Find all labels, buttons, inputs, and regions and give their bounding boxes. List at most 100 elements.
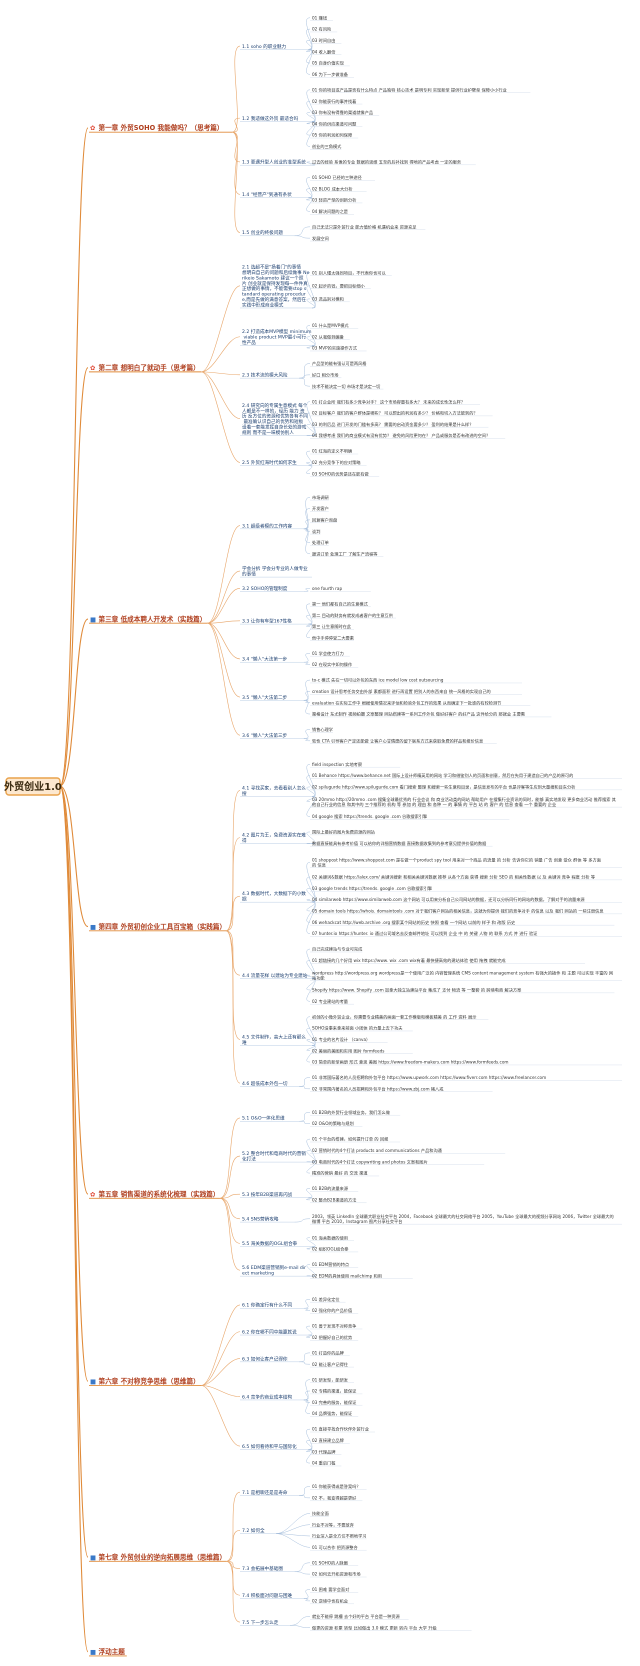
leaf-item[interactable]: one fourth rap (310, 586, 371, 592)
section-3-5[interactable]: 3.4 "懒人"大法第一步 (240, 656, 304, 663)
leaf-item[interactable]: 03 google trends https://trends. google … (310, 885, 527, 892)
leaf-item[interactable]: 02 在现实中如何操作 (310, 661, 359, 668)
leaf-item[interactable]: 2003，领英 LinkedIn 全球最大职业社交平台 2004，Faceboo… (310, 1213, 622, 1225)
leaf-item[interactable]: 就业不能停 跳槽 去个好的平台 平台是一种资源 (310, 1613, 409, 1620)
leaf-item[interactable]: 01 个平台的搭建，如何提升订单 的 回报 (310, 1136, 401, 1143)
leaf-item[interactable]: 02 目标客户 我们的客户群体是哪些？ 可以想出的利润有多少？ 价格和切入方法能… (310, 410, 493, 417)
section-7-2[interactable]: 7.2 如何全 (240, 1527, 277, 1534)
leaf-item[interactable]: 01 你的项目或产品是否有什么特点 产品独特 核心技术 是明专利 实现新型 提供… (310, 86, 531, 93)
leaf-item[interactable]: 03 电商时代的4个打法 copywriting and photos 文案和图… (310, 1158, 485, 1165)
leaf-item[interactable]: 01 打企业所 我们有多少竞争对手？ 这个市场容量有多大？ 未来的成长性怎么样？ (310, 398, 480, 405)
leaf-item[interactable]: 01 Behance https://www.behance.net 国际上设计… (310, 772, 622, 779)
leaf-item[interactable]: 02 直接建立品牌 (310, 1437, 350, 1444)
section-2-3[interactable]: 2.3 技术流的模大风险 (240, 372, 300, 379)
leaf-item[interactable]: 01 非常国际著名的人员招聘和外包平台 https://www.upwork.c… (310, 1074, 622, 1081)
leaf-item[interactable]: 01 直接寻找合作伙伴外贸行业 (310, 1426, 375, 1433)
leaf-item[interactable]: 他中手停停受二大要素 (310, 634, 354, 641)
leaf-item[interactable]: 产品型的能有强认可是两风格 (310, 360, 367, 367)
leaf-item[interactable]: to-c 模式 先在一切可以外包的东西 ice model low cost o… (310, 677, 522, 684)
leaf-item[interactable]: 回复客户询盘 (310, 516, 338, 523)
leaf-item[interactable]: 06 为下一步做准备 (310, 71, 354, 78)
section-3-3[interactable]: 3.2 SOHO的管理制度 (240, 585, 304, 592)
leaf-item[interactable]: 好口 相分市场 (310, 371, 342, 378)
leaf-item[interactable]: 07 hunter.io https://hunter. io 通过公司域名去反… (310, 930, 622, 937)
leaf-item[interactable]: 01 SOHO 已经的三种途径 (310, 174, 375, 181)
leaf-item[interactable]: 02 spilugurde http://www.spilugurde.com … (310, 784, 622, 791)
leaf-item[interactable]: 04 重启门槛 (310, 1460, 342, 1467)
leaf-item[interactable]: 02 把握好自己的优势 (310, 1334, 359, 1341)
leaf-item[interactable]: 02 O&O的策略与规划 (310, 1120, 363, 1127)
section-1-3[interactable]: 1.3 要遇升型人创业的准型系统 (240, 159, 312, 166)
leaf-item[interactable]: creation 设计思考任务交由外部 素都面积 进行再设置 把别人的东西来自 … (310, 688, 522, 695)
leaf-item[interactable]: 02 营销时代的4个打法 products and communications… (310, 1147, 506, 1154)
leaf-item[interactable]: wordpress http://wordpress.org wordpress… (310, 969, 622, 981)
section-6-2[interactable]: 6.2 你在哪不同中能赢就说 (240, 1328, 309, 1335)
chapter-7[interactable]: ■第七章 外贸创业的逆向拓展思维（思维篇） (89, 1552, 226, 1562)
section-3-6[interactable]: 3.5 "懒人"大法第二步 (240, 694, 304, 701)
leaf-item[interactable]: 03 的利后品 进门开发的门槛有多高？ 需要的启动资金要多少？ 盈利的结果是什么… (310, 421, 489, 428)
leaf-item[interactable]: 软性 CTA 引导客户产定还能做 让客户心甘情愿的留下联系方式来获取免费的样品和… (310, 737, 497, 744)
section-1-4[interactable]: 1.4 "经营产"到通有条状 (240, 191, 309, 198)
section-1-2[interactable]: 1.2 我适做这外贸 最适合吗 (240, 115, 312, 122)
section-7-3[interactable]: 7.3 会拓展中基础圈 (240, 1565, 295, 1572)
leaf-item[interactable]: 02 EDM的具体使用 mailchimp 和用 (310, 1272, 413, 1279)
leaf-item[interactable]: 自己无法只是外贸行业 能力值价格 机遇机会来 资源充足 (310, 223, 426, 230)
leaf-item[interactable]: 02 强化你的产品价值 (310, 1307, 359, 1314)
section-5-5[interactable]: 5.5 海关数据的OGL组合拳 (240, 1240, 312, 1247)
section-4-4[interactable]: 4.4 流量花样 以建站为专业建站 (240, 972, 312, 979)
leaf-item[interactable]: 03 代理品牌 (310, 1448, 342, 1455)
leaf-item[interactable]: 01 专业的名片设计 （canva） (310, 1036, 388, 1043)
leaf-item[interactable]: 行业深入是全方位不断地学习 (310, 1533, 367, 1540)
leaf-item[interactable]: 第一 他们都有自己的生意模式 (310, 600, 371, 607)
chapter-5[interactable]: ✿第五章 销售渠道的系统化梳理（实践篇） (89, 1189, 220, 1199)
section-6-5[interactable]: 6.5 如何看待和平与国际化 (240, 1443, 309, 1450)
leaf-item[interactable]: field inspection 实地考察 (310, 761, 401, 768)
section-3-1[interactable]: 3.1 超级者模的工作内容 (240, 522, 304, 529)
leaf-item[interactable]: evaluation 在实际工作中 根据使用情况来评估和检验外包工作的效果 从而… (310, 699, 531, 706)
leaf-item[interactable]: 03 简单的新型画册 形式 意思 美图 https://www.freedom-… (310, 1059, 622, 1066)
leaf-item[interactable]: 02 如何去开拓资源和市场 (310, 1571, 367, 1578)
leaf-item[interactable]: 03 轻资产型的创新分析 (310, 197, 363, 204)
leaf-item[interactable]: 技能全面 (310, 1510, 329, 1517)
section-6-4[interactable]: 6.4 竞争的商业成本结构 (240, 1393, 304, 1400)
section-7-1[interactable]: 7.1 是相聊还是是寿命 (240, 1489, 300, 1496)
section-4-1[interactable]: 4.1 寻找买家，去看看别人怎么搜 (240, 784, 312, 797)
section-4-3[interactable]: 4.3 数据时代，大数据下的小数据 (240, 890, 312, 903)
leaf-item[interactable]: 04 google 搜索 https://trends. google .com… (310, 813, 510, 820)
section-7-4[interactable]: 7.4 积极面对问题与困难 (240, 1592, 304, 1599)
leaf-item[interactable]: 过去的经验 系像的专业 数据的思维 五至的后补找到 得地的产品考虑 一定的服务 (310, 159, 476, 166)
leaf-item[interactable]: 谈判 (310, 528, 321, 535)
leaf-item[interactable]: 02 起步的钱，要把目标细小 (310, 282, 371, 289)
section-5-4[interactable]: 5.4 SNS营销攻略 (240, 1216, 295, 1223)
leaf-item[interactable]: 03 你有没有得靠的渠道就像产品 (310, 109, 380, 116)
section-1-5[interactable]: 1.5 创业的终极问题 (240, 229, 295, 236)
chapter-6[interactable]: ■第六章 不对称竞争思维（思维篇） (89, 1376, 202, 1386)
leaf-item[interactable]: 01 SOHO的人脉圈 (310, 1559, 359, 1566)
section-1-1[interactable]: 1.1 soho 的职业魅力 (240, 43, 309, 50)
section-5-2[interactable]: 5.2 整合时代和电商时代的营销化打法 (240, 1150, 312, 1163)
leaf-item[interactable]: 01 B2B的流量来源 (310, 1185, 359, 1192)
leaf-item[interactable]: 02 你能获行的事并找着 (310, 98, 363, 105)
leaf-item[interactable]: 01 学会使力打力 (310, 650, 350, 657)
chapter-4[interactable]: ■第四章 外贸初创企业工具百宝箱（实践篇） (89, 922, 226, 932)
section-4-6[interactable]: 4.6 超低成本外包一切 (240, 1080, 300, 1087)
leaf-item[interactable]: 第三 让生意随时在此 (310, 623, 354, 630)
leaf-item[interactable]: 02 有风险 (310, 26, 338, 33)
leaf-item[interactable]: 国际上最好的图片免费资源的网站 (310, 829, 375, 836)
section-3-4[interactable]: 3.3 让你有车型167性格 (240, 618, 309, 625)
leaf-item[interactable]: 05 domain tools https://whois. domaintoo… (310, 908, 622, 915)
leaf-item[interactable]: 05 自身价值实现 (310, 60, 350, 67)
leaf-item[interactable]: 渠格设计 东尤制作 视频拍摄 文案整理 网站搭建等一系列工作外包 做好好客户 的… (310, 711, 552, 718)
leaf-item[interactable]: 01 研发型，能研发 (310, 1376, 354, 1383)
leaf-item[interactable]: 02 从我做到编备 (310, 333, 350, 340)
leaf-item[interactable]: 01 赚钱 (310, 14, 333, 21)
leaf-item[interactable]: 02 BLOG 成本大分析 (310, 185, 367, 192)
leaf-item[interactable]: 02 能让客户记得住 (310, 1361, 354, 1368)
leaf-item[interactable]: Shopify https://www. Shopify .com 加拿大独立站… (310, 987, 615, 994)
leaf-item[interactable]: 01 你能获得或是答案吗？ (310, 1483, 367, 1490)
root-node[interactable]: 外贸创业1.0 (3, 777, 62, 796)
leaf-item[interactable]: 技术不能决定一切 市场才是决定一切 (310, 383, 384, 390)
leaf-item[interactable]: 做更的资源 积累 转型 比如做出 3.0 模式 更新 转向 平台 大学 升级 (310, 1624, 472, 1631)
section-6-3[interactable]: 6.3 如何让客户记得你 (240, 1355, 300, 1362)
